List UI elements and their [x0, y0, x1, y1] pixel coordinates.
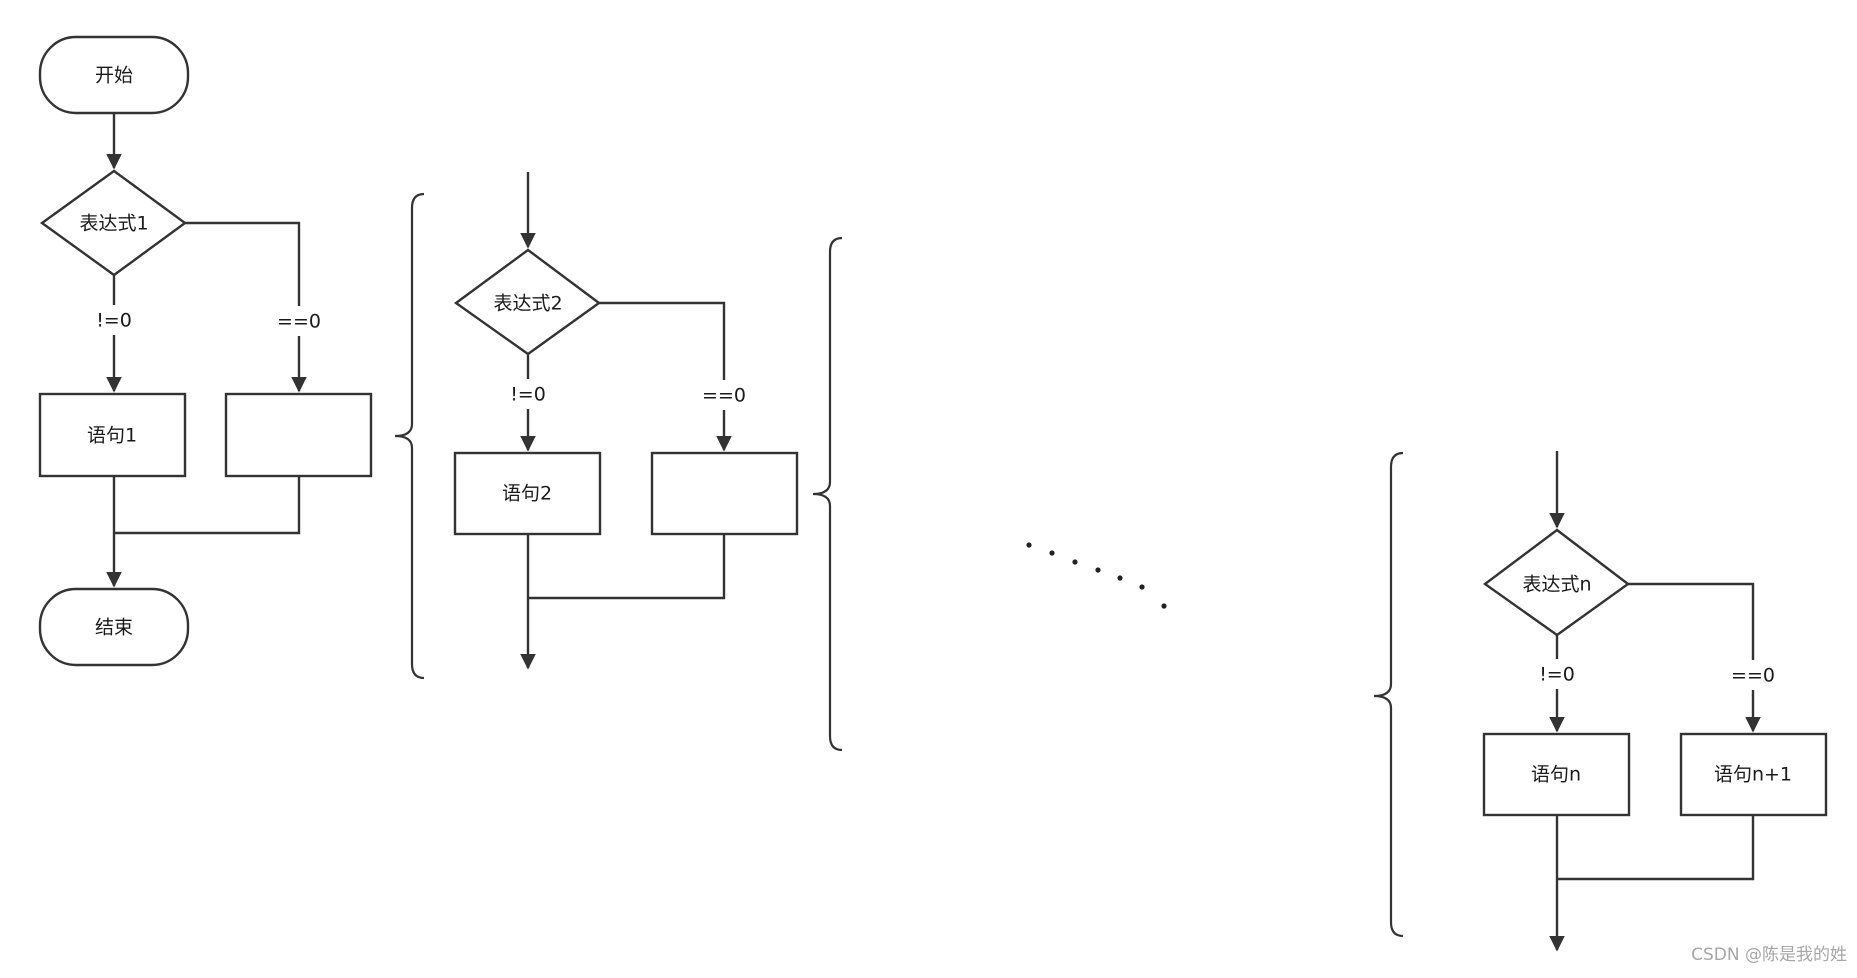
statementn-box	[1482, 732, 1631, 817]
end-label: 结束	[95, 617, 133, 639]
block-2: 表达式2 !=0 ==0 语句2	[453, 172, 799, 670]
condition2-label: 表达式2	[493, 293, 562, 315]
else-statementn-label: 语句n+1	[1714, 764, 1792, 786]
ellipsis-dots	[1026, 542, 1167, 609]
statement2-label: 语句2	[502, 483, 552, 505]
empty-statement2-box	[650, 451, 799, 536]
statementn-label: 语句n	[1531, 764, 1581, 786]
statement1-box	[38, 392, 187, 478]
edge-empty1-merge	[114, 476, 301, 535]
edge-condition2-false	[599, 301, 732, 452]
block-1: 开始 表达式1 !=0 ==0 语句1 结束	[38, 35, 373, 667]
edge-else-n-merge	[1557, 815, 1755, 881]
statement1-label: 语句1	[87, 425, 137, 447]
brace-2	[812, 236, 843, 752]
brace-n	[1373, 451, 1404, 938]
conditionn-false-label: ==0	[1731, 665, 1775, 687]
edge-empty2-merge	[528, 534, 726, 600]
watermark-text: CSDN @陈是我的姓	[1691, 945, 1847, 965]
end-node	[38, 587, 190, 667]
empty-statement1-box	[224, 392, 373, 478]
condition2-true-label: !=0	[510, 384, 546, 406]
block-n: 表达式n !=0 ==0 语句n 语句n+1	[1482, 451, 1828, 952]
conditionn-true-label: !=0	[1539, 664, 1575, 686]
brace-1	[394, 192, 425, 680]
condition1-label: 表达式1	[79, 213, 148, 235]
start-label: 开始	[95, 65, 133, 87]
conditionn-label: 表达式n	[1522, 574, 1591, 596]
condition2-false-label: ==0	[702, 385, 746, 407]
condition1-true-label: !=0	[96, 310, 132, 332]
edge-conditionn-false	[1628, 582, 1761, 733]
condition1-false-label: ==0	[277, 311, 321, 333]
